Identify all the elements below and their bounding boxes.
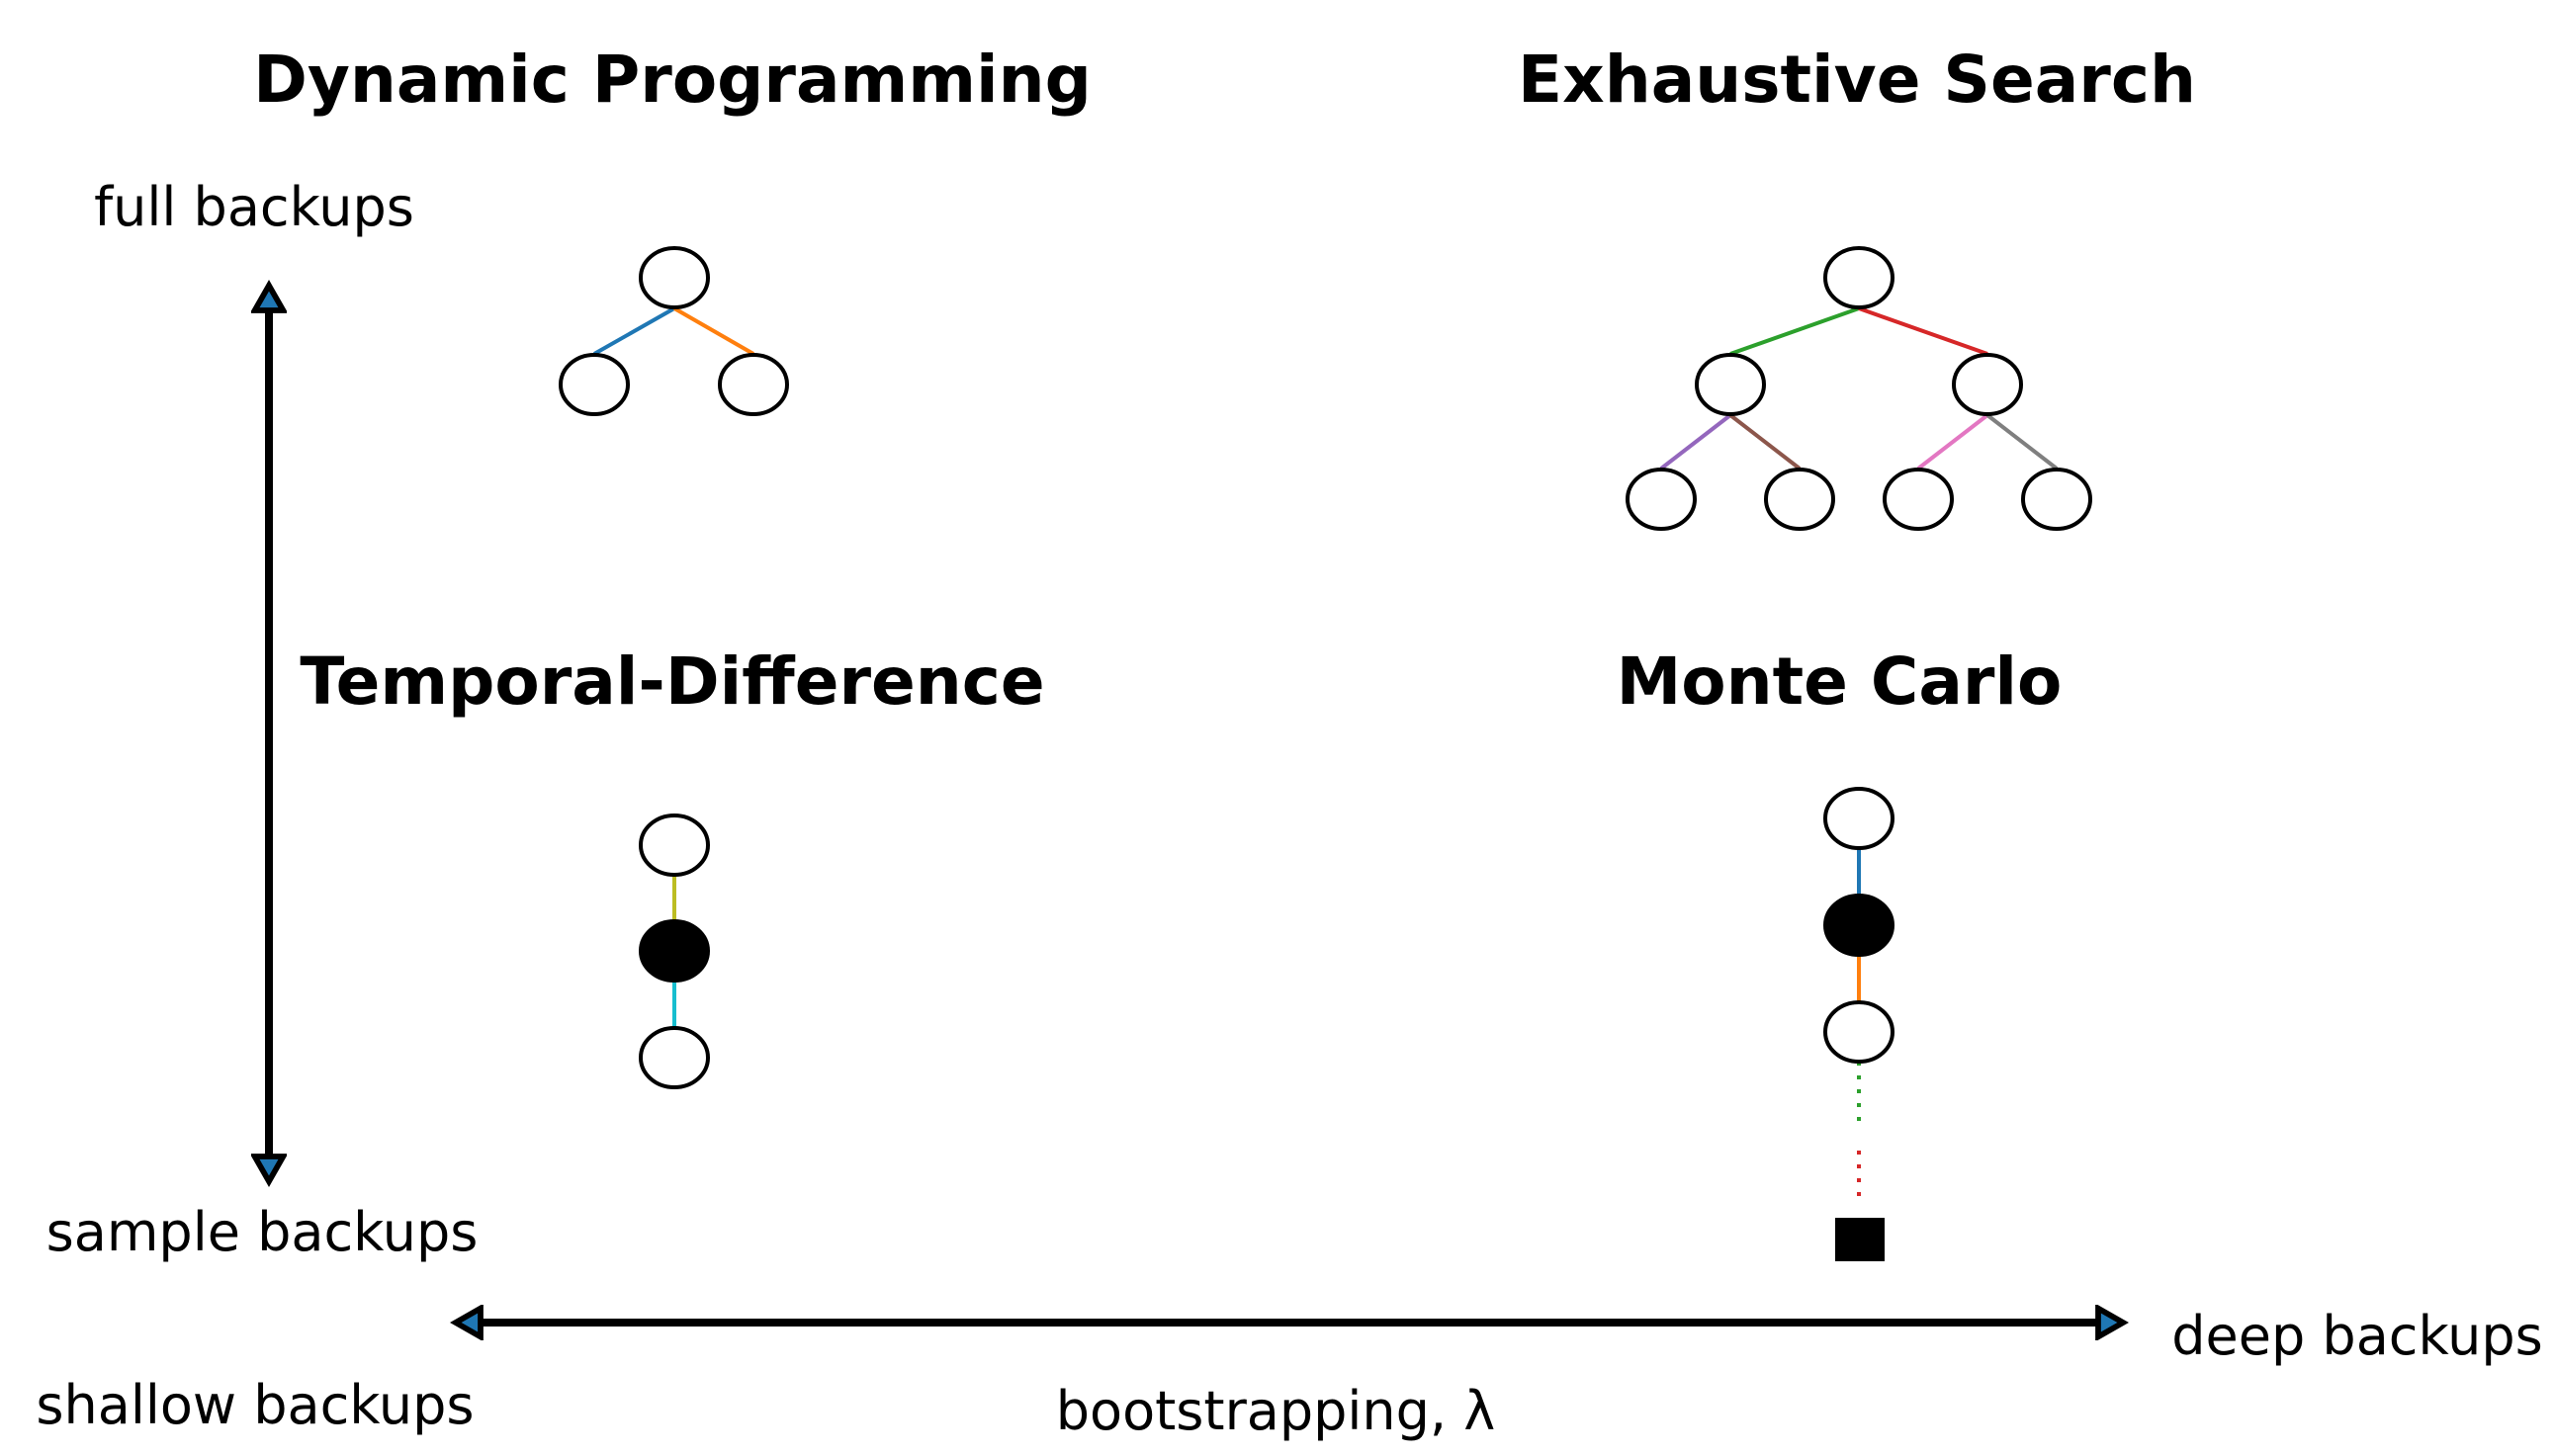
mc-action-node [1823,894,1894,957]
td-state-node [639,814,710,877]
label-deep-backups: deep backups [2171,1305,2542,1367]
label-shallow-backups: shallow backups [36,1374,474,1436]
es-root-node [1823,246,1894,309]
es-edge-left-left [1659,413,1732,471]
dynamic-programming-tree [559,246,789,416]
dp-edge-left [593,306,675,356]
title-temporal-difference: Temporal-Difference [300,643,1044,720]
es-leaf-node-1 [1626,468,1697,531]
dp-child-node-left [559,353,630,416]
es-edge-root-right [1858,306,1988,356]
temporal-difference-chain [639,814,710,1089]
td-action-node [639,919,710,983]
es-leaf-node-2 [1764,468,1835,531]
label-bootstrapping: bootstrapping, λ [1056,1380,1495,1442]
es-edge-left-right [1728,413,1802,471]
monte-carlo-chain [1823,787,1894,1261]
td-next-state-node [639,1026,710,1089]
es-leaf-node-4 [2021,468,2092,531]
mc-state-node [1823,787,1894,850]
es-leaf-node-3 [1883,468,1954,531]
title-dynamic-programming: Dynamic Programming [253,42,1092,118]
title-exhaustive-search: Exhaustive Search [1518,42,2196,118]
es-edge-root-left [1729,306,1860,356]
dp-child-node-right [718,353,789,416]
dp-edge-right [673,306,754,356]
mc-terminal-state [1835,1218,1885,1261]
es-edge-right-left [1916,413,1989,471]
label-sample-backups: sample backups [46,1201,479,1263]
es-level1-node-right [1952,353,2023,416]
es-level1-node-left [1695,353,1766,416]
exhaustive-search-tree [1626,246,2092,531]
dp-root-node [639,246,710,309]
es-edge-right-right [1985,413,2059,471]
title-monte-carlo: Monte Carlo [1617,643,2063,720]
mc-next-state-node [1823,1000,1894,1064]
label-full-backups: full backups [94,176,414,238]
